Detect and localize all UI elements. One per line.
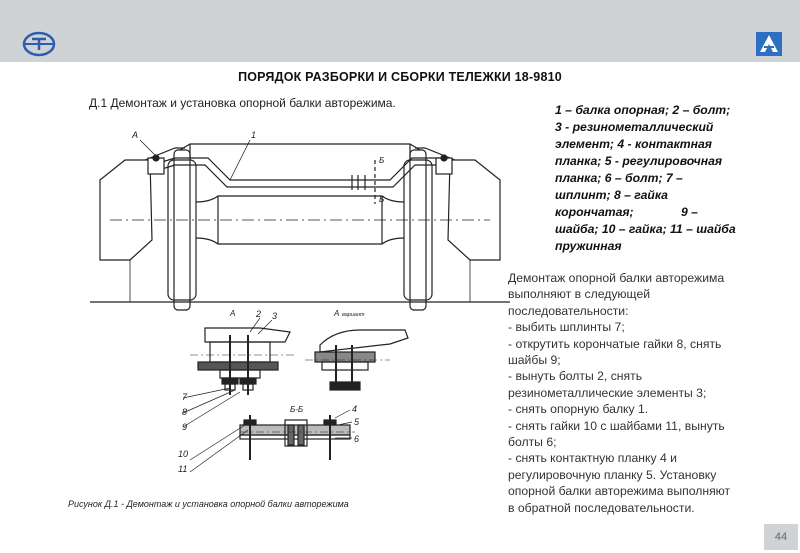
label-part-2: 2 <box>255 309 261 319</box>
label-part-7: 7 <box>182 392 188 402</box>
procedure-line: - снять контактную планку 4 и <box>508 451 677 466</box>
legend-line: планка; 6 – болт; 7 – <box>555 171 683 185</box>
legend-line: 3 - резинометаллический <box>555 120 714 134</box>
procedure-line: - открутить корончатые гайки 8, снять <box>508 336 722 351</box>
legend-line: 1 – балка опорная; 2 – болт; <box>555 103 731 117</box>
label-a-left: А <box>131 130 138 140</box>
label-view-a-variant: А <box>333 309 339 318</box>
section-subtitle: Д.1 Демонтаж и установка опорной балки а… <box>89 96 396 110</box>
procedure-line: болты 6; <box>508 435 557 450</box>
label-view-a-variant-sub: вариант <box>342 312 365 318</box>
tvz-logo-icon <box>22 31 56 57</box>
legend-line: элемент; 4 - контактная <box>555 137 712 151</box>
procedure-line: последовательности: <box>508 303 629 318</box>
legend-line: шплинт; 8 – гайка <box>555 188 668 202</box>
legend-line: планка; 5 - регулировочная <box>555 154 723 168</box>
legend-line: корончатая; 9 – <box>555 205 698 219</box>
procedure-line: шайбы 9; <box>508 353 561 368</box>
label-section-b-bottom: Б <box>379 195 384 204</box>
procedure-line: - снять опорную балку 1. <box>508 402 649 417</box>
label-section-b-top: Б <box>379 156 384 165</box>
page-title: ПОРЯДОК РАЗБОРКИ И СБОРКИ ТЕЛЕЖКИ 18-981… <box>238 70 562 84</box>
label-part-4: 4 <box>352 404 357 414</box>
procedure-line: выполняют в следующей <box>508 287 651 302</box>
label-part-10: 10 <box>178 449 188 459</box>
company-logo-icon <box>756 32 782 56</box>
label-part-9: 9 <box>182 422 187 432</box>
label-section-bb: Б-Б <box>290 405 303 414</box>
label-part-6: 6 <box>354 434 359 444</box>
label-part-5: 5 <box>354 417 360 427</box>
parts-legend: 1 – балка опорная; 2 – болт; 3 - резином… <box>555 102 785 255</box>
wheelset-assembly <box>90 139 510 311</box>
procedure-line: - выбить шплинты 7; <box>508 320 625 335</box>
label-part-8: 8 <box>182 407 187 417</box>
procedure-line: опорной балки авторежима выполняют <box>508 484 731 499</box>
label-view-a: А <box>229 309 235 318</box>
header-bar <box>0 0 800 62</box>
procedure-line: - снять гайки 10 с шайбами 11, вынуть <box>508 418 725 433</box>
view-a-detail <box>182 317 295 428</box>
procedure-line: регулировочную планку 5. Установку <box>508 467 717 482</box>
label-part-3: 3 <box>272 311 277 321</box>
procedure-line: резинометаллические элементы 3; <box>508 385 707 400</box>
procedure-line: - вынуть болты 2, снять <box>508 369 643 384</box>
procedure-text: Демонтаж опорной балки авторежима выполн… <box>508 270 778 516</box>
procedure-line: в обратной последовательности. <box>508 500 695 515</box>
legend-line: шайба; 10 – гайка; 11 – шайба <box>555 222 736 236</box>
figure-caption: Рисунок Д.1 - Демонтаж и установка опорн… <box>68 499 349 509</box>
label-part-11: 11 <box>178 464 187 474</box>
page-number: 44 <box>764 524 798 550</box>
view-a-variant-detail <box>305 329 409 391</box>
procedure-line: Демонтаж опорной балки авторежима <box>508 271 725 285</box>
label-part-1: 1 <box>251 130 256 140</box>
technical-drawing: А 1 Б Б А 2 3 7 8 9 А вариант <box>90 130 510 474</box>
legend-line: пружинная <box>555 239 622 253</box>
section-bb-detail <box>189 409 355 473</box>
